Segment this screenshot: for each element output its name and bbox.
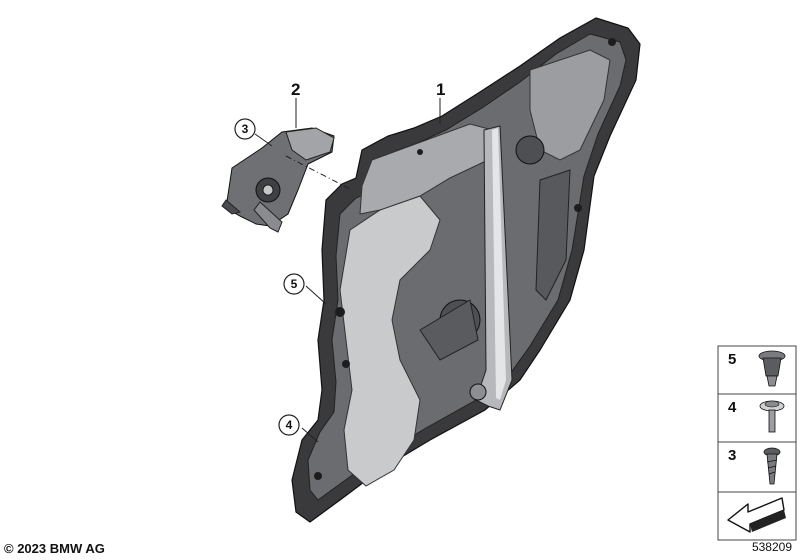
legend-cell-4 (717, 393, 797, 443)
push-rivet-icon (758, 350, 786, 387)
alignment-line (285, 155, 353, 191)
legend-number-3: 3 (728, 447, 736, 464)
callout-2: 2 (291, 80, 300, 99)
leader-lines (254, 98, 441, 443)
callout-4-circled: 4 (278, 414, 300, 436)
window-regulator-motor (221, 127, 335, 233)
window-regulator-panel (291, 17, 641, 523)
washer-head-screw-icon (759, 400, 785, 433)
hardware-legend: 5 4 3 (717, 345, 797, 541)
callout-3-circled: 3 (234, 118, 256, 140)
document-number: 538209 (751, 540, 792, 554)
legend-cell-3 (717, 441, 797, 493)
svg-text:4: 4 (286, 418, 293, 432)
svg-text:3: 3 (242, 122, 249, 136)
callout-1: 1 (436, 80, 445, 99)
self-tapping-screw-icon (763, 447, 781, 485)
callout-5-circled: 5 (283, 273, 305, 295)
arrow-orientation-icon (727, 497, 786, 533)
svg-text:5: 5 (291, 277, 298, 291)
copyright-notice: © 2023 BMW AG (4, 541, 105, 556)
legend-number-4: 4 (728, 399, 737, 416)
legend-number-5: 5 (728, 351, 736, 368)
